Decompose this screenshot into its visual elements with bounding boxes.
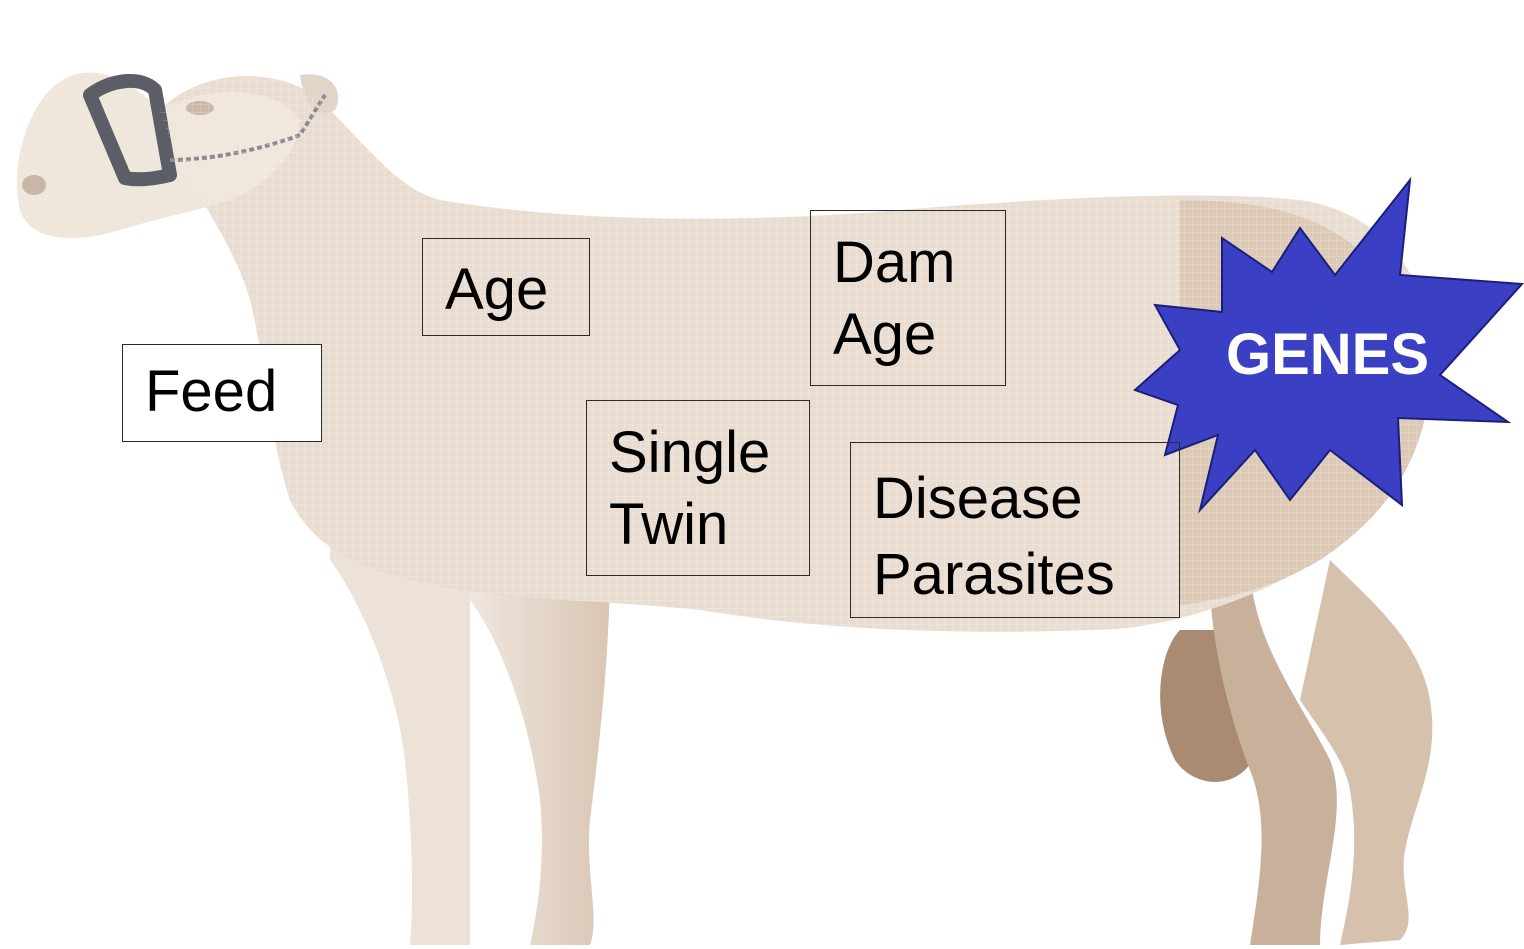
sheep-front-leg — [470, 560, 610, 945]
age-label: Age — [445, 255, 589, 325]
age-label-box: Age — [422, 238, 590, 336]
dam-age-label: Age — [833, 299, 1005, 371]
sheep-nose — [22, 175, 46, 195]
single-label: Single — [609, 417, 809, 489]
disease-parasites-label-box: Disease Parasites — [850, 442, 1180, 618]
single-twin-label-box: Single Twin — [586, 400, 810, 576]
disease-label: Disease — [873, 461, 1179, 537]
parasites-label: Parasites — [873, 537, 1179, 613]
dam-label: Dam — [833, 227, 1005, 299]
feed-label: Feed — [145, 357, 321, 427]
feed-label-box: Feed — [122, 344, 322, 442]
genes-label: GENES — [1226, 320, 1429, 390]
twin-label: Twin — [609, 489, 809, 561]
dam-age-label-box: Dam Age — [810, 210, 1006, 386]
